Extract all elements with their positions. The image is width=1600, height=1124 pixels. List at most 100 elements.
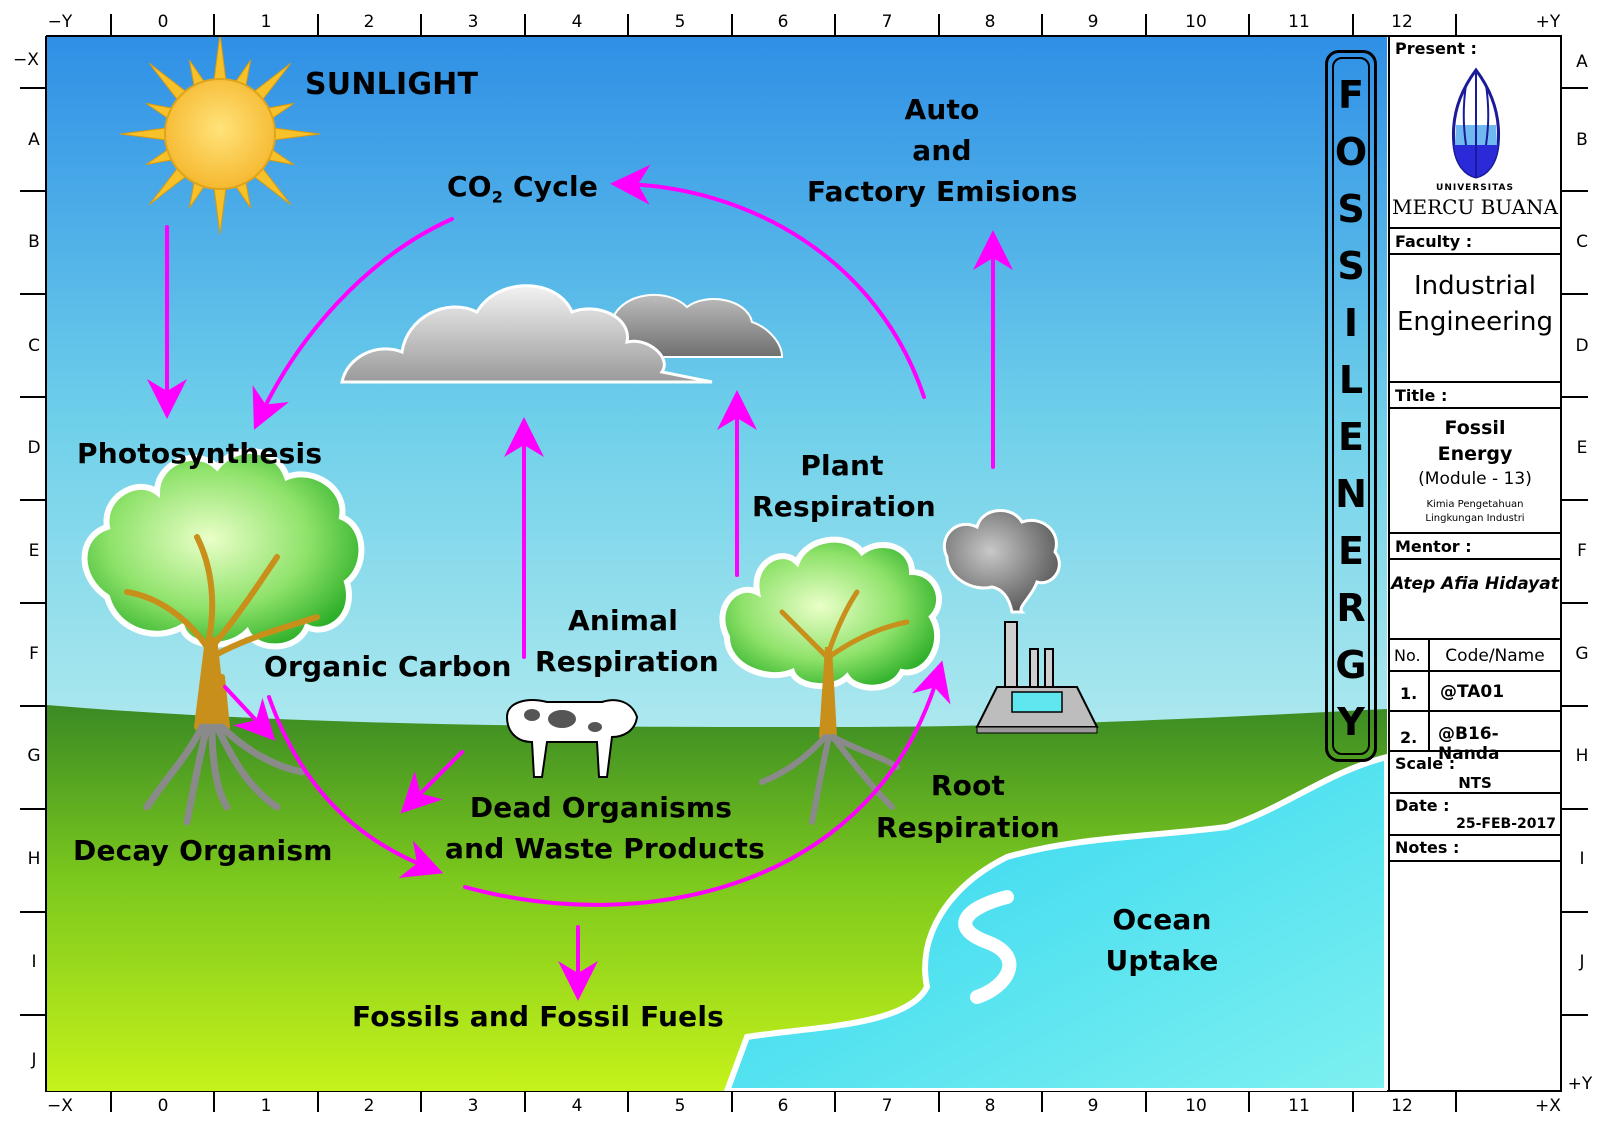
ruler-column-label: 8 (984, 1096, 996, 1116)
arrow-cow-to-dead (400, 750, 464, 814)
faculty-label-row: Faculty : (1390, 229, 1560, 255)
ruler-column-label: 5 (674, 1096, 686, 1116)
emissions-line-1: Auto (904, 93, 980, 126)
ruler-row-label: C (28, 336, 40, 356)
present-label: Present : (1395, 39, 1477, 58)
top-ruler-line (46, 35, 1562, 37)
ocean-uptake-label: Ocean Uptake (1097, 899, 1227, 981)
vertical-title-letter: E (1338, 529, 1364, 573)
code-row: 1. @TA01 (1390, 672, 1560, 712)
dead-organisms-line-1: Dead Organisms (469, 791, 733, 824)
notes-section: Notes : (1390, 836, 1560, 862)
code-row-value: @TA01 (1440, 682, 1505, 702)
emissions-line-3: Factory Emisions (807, 175, 1078, 208)
ruler-row-label: E (1576, 438, 1588, 458)
ruler-column-label: 9 (1087, 12, 1099, 32)
cow-icon (505, 699, 639, 778)
present-section: Present : UNIVERSITAS MERCU BUANA (1390, 37, 1560, 229)
ruler-column-label: 10 (1185, 12, 1207, 32)
title-subtitle-1: Kimia Pengetahuan (1426, 499, 1524, 510)
scale-value: NTS (1458, 774, 1492, 792)
vertical-title-letter: N (1335, 472, 1367, 516)
ruler-row-label: F (1577, 541, 1587, 561)
ruler-column-label: 10 (1185, 1096, 1207, 1116)
organic-carbon-label: Organic Carbon (264, 650, 512, 683)
smoke-icon (942, 509, 1061, 614)
notes-label: Notes : (1395, 838, 1460, 857)
no-header: No. (1394, 646, 1421, 665)
ocean-uptake-line-2: Uptake (1105, 944, 1219, 977)
ruler-bottom-right-label: +X (1535, 1096, 1561, 1116)
ruler-column-label: 2 (363, 12, 375, 32)
root-respiration-line-1: Root (930, 769, 1006, 802)
ruler-column-label: 11 (1288, 12, 1310, 32)
diagram-canvas (47, 37, 1387, 1091)
ruler-row-label: B (28, 232, 40, 252)
ruler-column-label: 2 (363, 1096, 375, 1116)
plant-respiration-line-2: Respiration (752, 490, 936, 523)
ruler-top-right-label: +Y (1535, 12, 1561, 32)
vertical-title-letter: R (1336, 586, 1366, 630)
ruler-row-label: F (29, 644, 39, 664)
code-row-number: 2. (1400, 728, 1418, 747)
ruler-column-label: 9 (1087, 1096, 1099, 1116)
ruler-column-label: 12 (1391, 1096, 1413, 1116)
faculty-label: Faculty : (1395, 232, 1473, 251)
date-value: 25-FEB-2017 (1456, 816, 1556, 832)
title-line-3: (Module - 13) (1418, 469, 1532, 489)
vertical-title-letter: I (1343, 301, 1359, 345)
code-row-number: 1. (1400, 684, 1418, 703)
ruler-column-label: 3 (467, 12, 479, 32)
title-line-2: Energy (1437, 443, 1513, 465)
faculty-section: Industrial Engineering (1390, 255, 1560, 383)
ruler-left-top-label: −X (13, 50, 39, 70)
animal-respiration-label: Animal Respiration (535, 600, 719, 682)
diagram-area: SUNLIGHT CO2 Cycle Auto and Factory Emis… (47, 37, 1387, 1091)
co2-cycle-subscript: 2 (491, 187, 504, 207)
left-ruler-line (45, 36, 47, 1092)
ruler-right-bottom-label: +Y (1567, 1074, 1593, 1094)
vertical-title-letter: F (1338, 73, 1364, 117)
mentor-label: Mentor : (1395, 537, 1472, 556)
mentor-name: Atep Afia Hidayat (1391, 574, 1559, 594)
arrow-organic-to-fossils (267, 695, 444, 878)
vertical-title-letter: E (1338, 415, 1364, 459)
ruler-row-label: I (31, 952, 37, 972)
animal-respiration-line-1: Animal (567, 604, 679, 637)
ruler-row-label: H (27, 849, 41, 869)
photosynthesis-label: Photosynthesis (77, 437, 323, 470)
right-ruler-line (1560, 36, 1562, 1092)
plant-respiration-line-1: Plant (800, 449, 884, 482)
scale-label: Scale : (1395, 754, 1456, 773)
arrow-tree-to-decay (223, 685, 276, 741)
faculty-line-2: Engineering (1397, 307, 1553, 337)
title-section: Fossil Energy (Module - 13) Kimia Penget… (1390, 409, 1560, 534)
ruler-row-label: G (1575, 644, 1589, 664)
arrow-co2-to-photosynthesis (252, 217, 454, 430)
title-line-1: Fossil (1444, 417, 1506, 439)
ruler-column-label: 12 (1391, 12, 1413, 32)
code-row-value: @B16-Nanda (1438, 724, 1500, 764)
co2-cycle-suffix: Cycle (503, 170, 599, 203)
ruler-row-label: G (27, 746, 41, 766)
cycle-arrows (147, 164, 1013, 1001)
logo-small-text: UNIVERSITAS (1436, 183, 1514, 193)
plant-respiration-label: Plant Respiration (752, 445, 936, 527)
no-column-divider (1428, 640, 1430, 752)
ruler-column-label: 4 (571, 12, 583, 32)
co2-cycle-label: CO2 Cycle (447, 170, 598, 207)
ruler-column-label: 11 (1288, 1096, 1310, 1116)
ruler-column-label: 0 (157, 12, 169, 32)
code-row: 2. @B16-Nanda (1390, 712, 1560, 764)
vertical-title-letter: O (1334, 130, 1368, 174)
ruler-row-label: I (1579, 849, 1585, 869)
faculty-line-1: Industrial (1414, 271, 1536, 301)
dead-organisms-label: Dead Organisms and Waste Products (445, 787, 765, 869)
ocean-uptake-line-1: Ocean (1112, 903, 1212, 936)
right-tree-icon (719, 536, 943, 825)
ruler-column-label: 8 (984, 12, 996, 32)
scale-section: Scale : NTS (1390, 752, 1560, 794)
